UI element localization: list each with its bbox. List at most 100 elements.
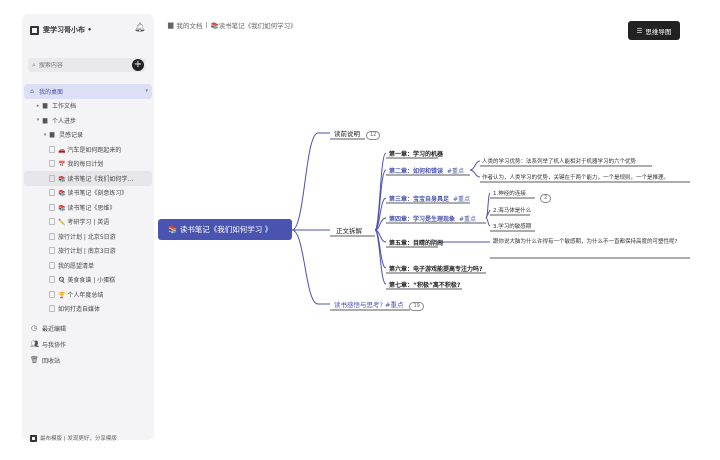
users-icon: 👥︎ bbox=[30, 340, 39, 348]
document-icon bbox=[49, 261, 55, 269]
document-icon bbox=[49, 189, 55, 197]
sidebar-item-label: 📅 我的每日计划 bbox=[58, 161, 104, 169]
logo-icon bbox=[30, 25, 39, 35]
caret-down-icon[interactable]: ▾ bbox=[145, 88, 148, 95]
ch4-detail-a[interactable]: 1.神经的连接 bbox=[493, 191, 526, 197]
collapse-count[interactable]: 19 bbox=[409, 302, 424, 311]
sidebar-item-label: 个人进步 bbox=[52, 117, 77, 125]
sidebar-item-label: ✏️ 考研学习 | 英语 bbox=[58, 219, 110, 227]
search-input[interactable] bbox=[38, 61, 119, 69]
folder-icon: ▆ bbox=[42, 116, 48, 124]
nav-item[interactable]: 🗑︎回收站 bbox=[30, 352, 66, 368]
workspace-name: 雯学习哥小布 • bbox=[43, 26, 92, 34]
mindmap-toggle-label: 思维导图 bbox=[645, 27, 672, 36]
chapter-3[interactable]: 第三章：宝宝自身具足#重点 bbox=[389, 194, 470, 203]
collapse-count[interactable]: 2 bbox=[540, 194, 552, 203]
nav-item-label: 回收站 bbox=[42, 357, 61, 365]
mindmap-root[interactable]: 📚 读书笔记《我们如何学习 》 bbox=[158, 219, 292, 240]
document-icon bbox=[49, 203, 55, 211]
sidebar-item-label: 🍳 美食食谱 | 小蛋糕 bbox=[58, 277, 116, 285]
chapter-4[interactable]: 第四章：学习是生理现象#重点 bbox=[389, 214, 476, 223]
sidebar-item[interactable]: 📚 读书笔记《刻意练习》 bbox=[24, 186, 152, 201]
chapter-tag: #重点 bbox=[447, 168, 465, 175]
sidebar-item[interactable]: 🍳 美食食谱 | 小蛋糕 bbox=[24, 273, 152, 288]
chapter-2[interactable]: 第二章：如何和错误#重点 bbox=[389, 166, 464, 175]
trash-icon: 🗑︎ bbox=[30, 356, 39, 364]
document-icon bbox=[49, 305, 55, 313]
root-label: 📚 读书笔记《我们如何学习 》 bbox=[168, 225, 273, 234]
search-box[interactable]: ⌕ bbox=[28, 58, 146, 72]
workspace-switcher[interactable]: 雯学习哥小布 • bbox=[30, 25, 92, 35]
chapter-label: 第二章：如何和错误 bbox=[389, 168, 444, 175]
sidebar-item[interactable]: ▾▆灵感记录 bbox=[24, 128, 152, 143]
document-icon bbox=[49, 290, 55, 298]
document-icon bbox=[49, 174, 55, 182]
chapter-label: 第六章：电子游戏能提高专注力吗? bbox=[389, 266, 483, 273]
sidebar-item-label: 🚗 汽车是如何跑起来的 bbox=[58, 146, 122, 154]
sidebar-item[interactable]: 📚 读书笔记《我们如何学... bbox=[24, 171, 152, 186]
footer-text: 最布模版 | 发现更好，分享模版 bbox=[40, 436, 117, 442]
branch-reading-notes[interactable]: 读前说明 12 bbox=[334, 128, 381, 140]
chapter-5[interactable]: 第五章：目睛的阴闹 bbox=[389, 238, 443, 247]
bell-icon[interactable]: 🔔︎ bbox=[134, 23, 146, 33]
mindmap-toggle-button[interactable]: ☰ 思维导图 bbox=[628, 21, 680, 40]
caret-right-icon[interactable]: ▸ bbox=[36, 102, 40, 109]
sidebar-item[interactable]: 如何打造自媒体 bbox=[24, 302, 152, 317]
sidebar-item-label: 我的桌面 bbox=[39, 88, 64, 96]
house-icon: ⌂ bbox=[30, 87, 34, 95]
nav-item[interactable]: 👥︎与我协作 bbox=[30, 336, 66, 352]
chapter-label: 第七章：“积极”离不积极? bbox=[389, 282, 461, 289]
sidebar-item-label: 旅行计划 | 南京3日游 bbox=[58, 248, 116, 256]
ch5-detail-a[interactable]: 跟你说大脑为什么许得有一个敏感期，为什么不一直都保持高度的可塑性呢? bbox=[493, 239, 678, 245]
sidebar-item[interactable]: 我的愿望清单 bbox=[24, 258, 152, 273]
sidebar-item-label: 工作文档 bbox=[52, 103, 77, 111]
sidebar-footer[interactable]: 最布模版 | 发现更好，分享模版 bbox=[30, 434, 117, 442]
branch-main-body[interactable]: 正文拆解 bbox=[336, 225, 362, 235]
list-icon: ☰ bbox=[636, 26, 643, 35]
sidebar-item[interactable]: 旅行计划 | 南京3日游 bbox=[24, 244, 152, 259]
ch2-detail-a[interactable]: 人类的学习优势：法系列举了机人能相对于机器学习的六个优势 bbox=[482, 159, 637, 165]
sidebar-item-label: 我的愿望清单 bbox=[58, 262, 95, 270]
chapter-6[interactable]: 第六章：电子游戏能提高专注力吗? bbox=[389, 264, 482, 273]
branch-label: 正文拆解 bbox=[336, 227, 362, 235]
sidebar-item[interactable]: 旅行计划 | 北京5日游 bbox=[24, 229, 152, 244]
ch4-detail-b[interactable]: 2.海马体是什么 bbox=[493, 208, 532, 214]
caret-down-icon[interactable]: ▾ bbox=[43, 131, 47, 138]
sidebar-item[interactable]: ▸▆工作文档 bbox=[24, 99, 152, 114]
sidebar-item-label: 旅行计划 | 北京5日游 bbox=[58, 233, 116, 241]
sidebar-item-label: 灵感记录 bbox=[59, 132, 84, 140]
caret-down-icon[interactable]: ▾ bbox=[36, 117, 40, 124]
file-tree: ⌂我的桌面▾▸▆工作文档▾▆个人进步▾▆灵感记录🚗 汽车是如何跑起来的📅 我的每… bbox=[24, 84, 152, 316]
sidebar-item[interactable]: 🚗 汽车是如何跑起来的 bbox=[24, 142, 152, 157]
sidebar-item-label: 🏆 个人年度总结 bbox=[58, 291, 104, 299]
sidebar-item[interactable]: 📚 读书笔记《思维》 bbox=[24, 200, 152, 215]
add-button[interactable]: + bbox=[132, 59, 144, 71]
document-icon bbox=[49, 145, 55, 153]
sidebar: 雯学习哥小布 • 🔔︎ ⌕ + ⌂我的桌面▾▸▆工作文档▾▆个人进步▾▆灵感记录… bbox=[22, 14, 154, 442]
ch2-detail-b[interactable]: 作者认为，人类学习的优势，关键在于两个能力，一个是规则，一个是推理。 bbox=[482, 175, 670, 181]
branch-label: 读书感悟与思考? #重点 bbox=[334, 301, 404, 309]
sidebar-item[interactable]: ▾▆ 个人进步 bbox=[24, 113, 152, 128]
chapter-1[interactable]: 第一章：学习的机器 bbox=[389, 149, 443, 158]
chapter-tag: #重点 bbox=[453, 196, 471, 203]
document-icon bbox=[49, 232, 55, 240]
ch4-collapse-count[interactable]: 2 bbox=[540, 194, 552, 203]
branch-label: 读前说明 bbox=[334, 130, 360, 138]
sidebar-item[interactable]: ✏️ 考研学习 | 英语 bbox=[24, 215, 152, 230]
sidebar-item-label: 📚 读书笔记《思维》 bbox=[58, 204, 116, 212]
branch-reflection[interactable]: 读书感悟与思考? #重点 19 bbox=[334, 299, 424, 311]
breadcrumb-folder[interactable]: 我的文档 bbox=[176, 22, 203, 30]
sidebar-item[interactable]: 📅 我的每日计划 bbox=[24, 157, 152, 172]
chapter-label: 第五章：目睛的阴闹 bbox=[389, 240, 444, 247]
sidebar-item[interactable]: 🏆 个人年度总结 bbox=[24, 287, 152, 302]
chapter-label: 第一章：学习的机器 bbox=[389, 151, 444, 158]
folder-icon: ▆ bbox=[168, 21, 174, 29]
template-logo-icon bbox=[30, 434, 37, 442]
collapse-count[interactable]: 12 bbox=[366, 131, 381, 140]
ch4-detail-c[interactable]: 3.学习的敏感期 bbox=[493, 224, 532, 230]
nav-item[interactable]: ◷最近编辑 bbox=[30, 320, 66, 336]
chapter-7[interactable]: 第七章：“积极”离不积极? bbox=[389, 280, 460, 289]
sidebar-item[interactable]: ⌂ 我的桌面 ▾ bbox=[24, 84, 152, 99]
